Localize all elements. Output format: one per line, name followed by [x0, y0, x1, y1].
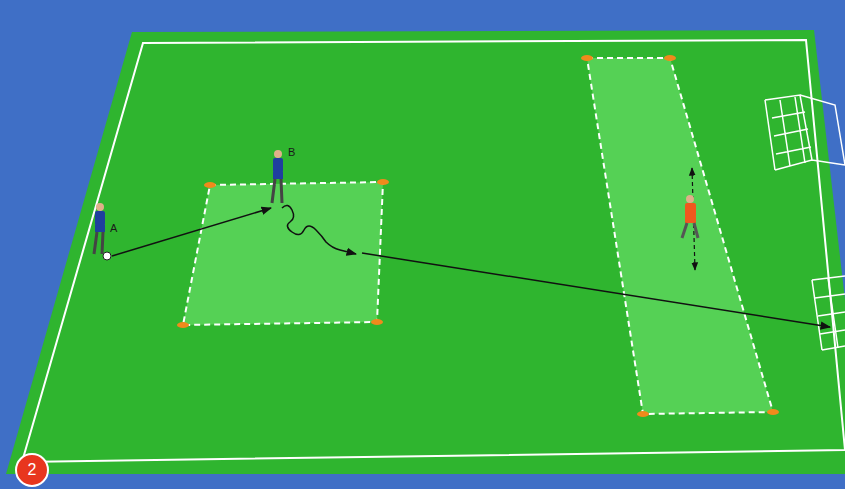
zone	[183, 182, 383, 325]
callout-badge	[16, 454, 48, 486]
dribble-arrow	[282, 205, 356, 254]
pitch	[6, 30, 845, 474]
goal	[765, 95, 845, 350]
player-label: B	[288, 147, 295, 158]
defender	[682, 195, 698, 238]
player	[94, 203, 111, 260]
cones	[177, 55, 779, 417]
player-label: A	[110, 223, 117, 234]
shot-arrow	[362, 253, 830, 327]
callout-number: 2	[28, 462, 37, 478]
zone	[587, 58, 773, 414]
player	[272, 150, 283, 203]
pass-arrow	[112, 208, 271, 256]
pitch-line	[22, 40, 845, 462]
